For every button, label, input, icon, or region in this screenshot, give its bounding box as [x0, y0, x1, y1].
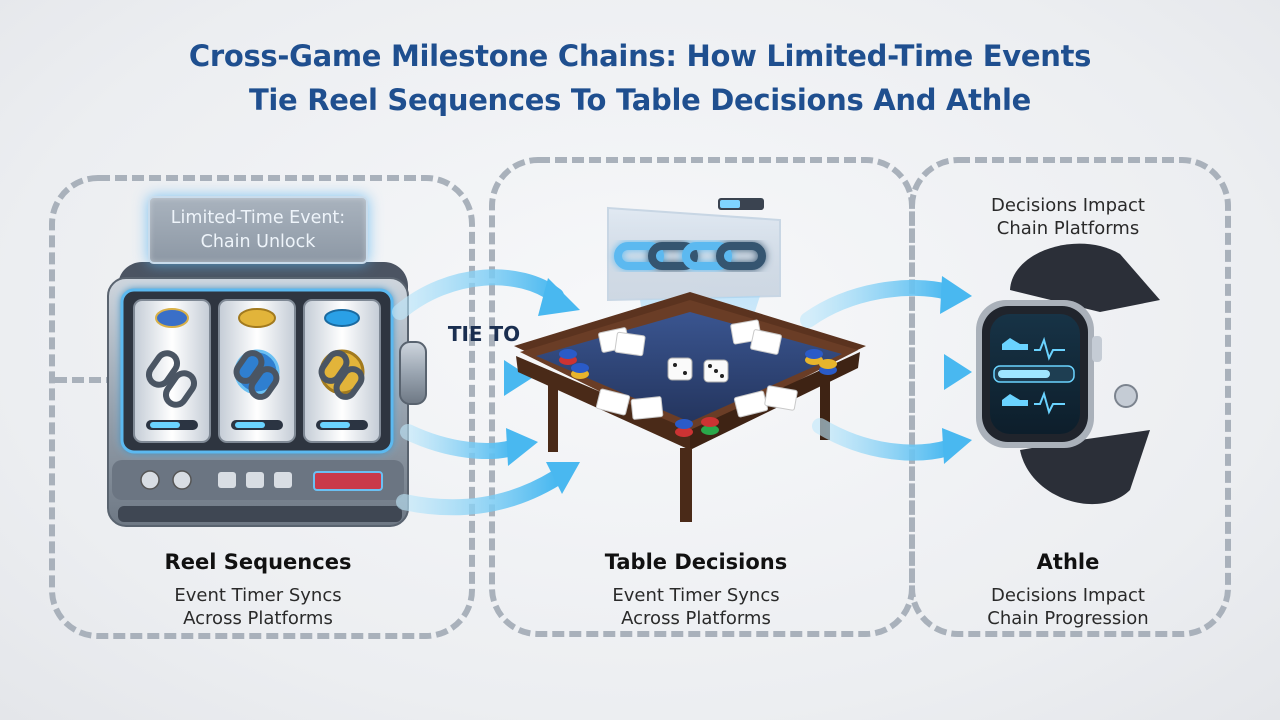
- slot-button-4: [246, 472, 264, 488]
- watch-crown-icon: [1114, 384, 1138, 408]
- panel-reel-sequences: Reel Sequences Event Timer Syncs Across …: [118, 550, 398, 630]
- chain-frames: [49, 157, 1231, 639]
- panel-sub-line-1: Event Timer Syncs: [612, 585, 780, 606]
- card-table-icon: [514, 292, 866, 522]
- flow-arrows-left: [392, 269, 580, 516]
- heart-rate-icon: [1034, 390, 1065, 415]
- blue-gem-icon: [324, 309, 360, 327]
- panel-sub-line-2: Across Platforms: [621, 608, 771, 629]
- panel-table-decisions: Table Decisions Event Timer Syncs Across…: [556, 550, 836, 630]
- flow-arrow-icon: [400, 424, 520, 459]
- slot-button-5: [274, 472, 292, 488]
- page-title-line-2: Tie Reel Sequences To Table Decisions An…: [248, 83, 1032, 117]
- chain-frame-middle: [489, 157, 915, 637]
- slot-machine-icon: [107, 262, 427, 527]
- panel-heading: Reel Sequences: [164, 550, 352, 574]
- flow-arrow-icon: [800, 279, 956, 328]
- top-right-note: Decisions Impact Chain Platforms: [948, 194, 1188, 240]
- connector-label: TIE TO: [447, 322, 521, 346]
- slot-button-3: [218, 472, 236, 488]
- heart-rate-icon: [1034, 336, 1065, 361]
- shield-coin-icon: [155, 308, 189, 328]
- event-badge: Limited-Time Event: Chain Unlock: [148, 196, 368, 264]
- shoe-icon: [1002, 338, 1028, 406]
- panel-sub-line-2: Across Platforms: [183, 608, 333, 629]
- poker-chip-stack-icon: [559, 349, 837, 437]
- dice-icon: [667, 357, 729, 383]
- panel-sub-line-2: Chain Progression: [987, 608, 1149, 629]
- slot-button-1: [140, 470, 160, 490]
- chain-link-icon: [145, 350, 198, 408]
- flow-arrow-icon: [392, 269, 564, 320]
- flow-arrow-icon: [396, 470, 564, 516]
- chain-frame-left: [49, 175, 475, 639]
- playing-card-icon: [595, 319, 798, 420]
- panel-sub-line-1: Event Timer Syncs: [174, 585, 342, 606]
- flow-arrows-right: [800, 276, 972, 464]
- top-right-note-line-2: Chain Platforms: [996, 218, 1140, 239]
- page-title-line-1: Cross-Game Milestone Chains: How Limited…: [188, 39, 1092, 73]
- chain-link-icon: [318, 349, 365, 400]
- panel-heading: Athle: [1036, 550, 1100, 574]
- panel-heading: Table Decisions: [604, 550, 788, 574]
- slot-spin-button: [313, 471, 383, 491]
- smartwatch-icon: [976, 243, 1160, 505]
- chain-link-icon: [233, 349, 280, 400]
- chain-link-icon: [614, 242, 766, 270]
- panel-athle: Athle Decisions Impact Chain Progression: [928, 550, 1208, 630]
- gold-coin-icon: [238, 308, 276, 328]
- top-right-note-line-1: Decisions Impact: [991, 195, 1145, 216]
- event-badge-line-2: Chain Unlock: [200, 232, 316, 252]
- panel-sub-line-1: Decisions Impact: [991, 585, 1145, 606]
- slot-button-2: [172, 470, 192, 490]
- chain-frame-right: [909, 157, 1231, 637]
- flow-arrow-icon: [812, 418, 956, 461]
- event-badge-line-1: Limited-Time Event:: [170, 208, 346, 228]
- page-title: Cross-Game Milestone Chains: How Limited…: [0, 34, 1280, 122]
